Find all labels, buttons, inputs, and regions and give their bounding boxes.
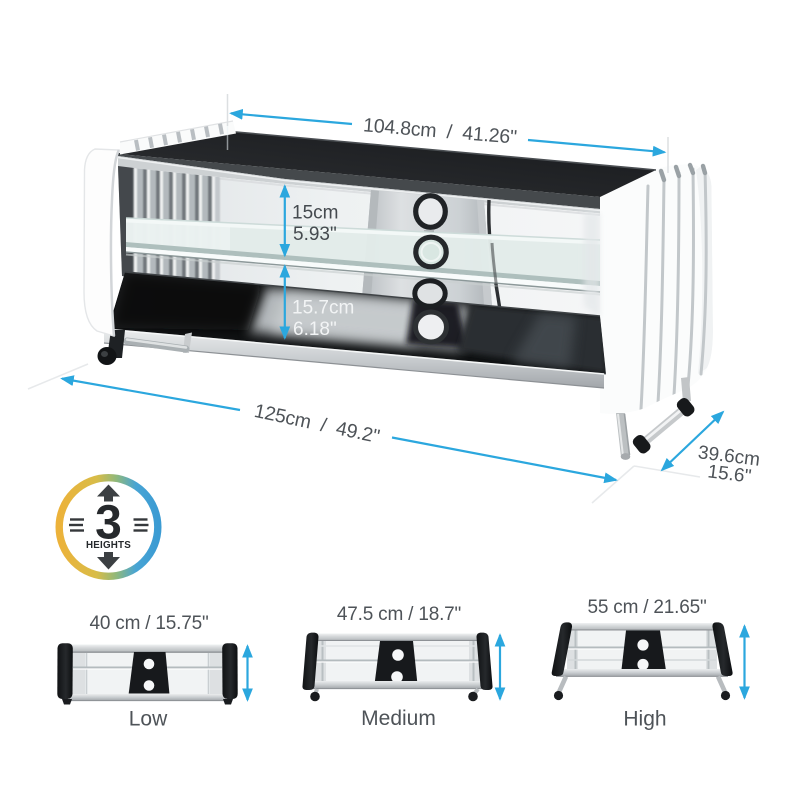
svg-text:6.18": 6.18" bbox=[293, 319, 337, 340]
svg-text:15cm: 15cm bbox=[292, 203, 338, 224]
svg-text:HEIGHTS: HEIGHTS bbox=[86, 540, 131, 551]
svg-text:3: 3 bbox=[95, 497, 122, 550]
svg-text:40 cm / 15.75": 40 cm / 15.75" bbox=[89, 613, 208, 634]
svg-text:High: High bbox=[623, 708, 666, 731]
svg-text:47.5 cm / 18.7": 47.5 cm / 18.7" bbox=[337, 604, 461, 625]
svg-text:Medium: Medium bbox=[361, 707, 436, 730]
svg-text:15.7cm: 15.7cm bbox=[292, 298, 354, 319]
svg-text:55 cm / 21.65": 55 cm / 21.65" bbox=[587, 597, 706, 618]
svg-text:Low: Low bbox=[129, 708, 168, 731]
svg-text:5.93": 5.93" bbox=[293, 224, 337, 245]
